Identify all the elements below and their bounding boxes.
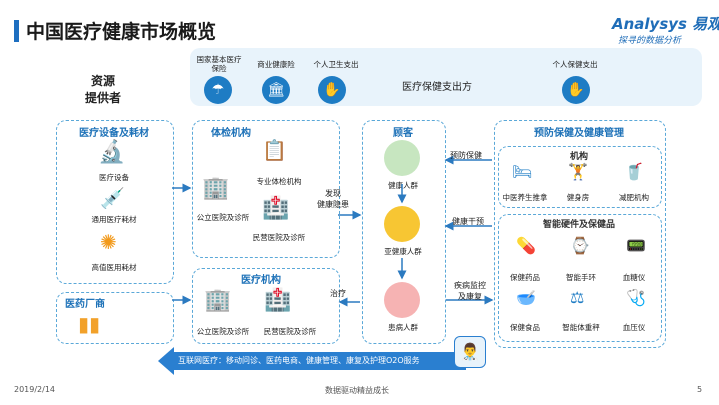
internet-medical-arrow	[172, 352, 466, 370]
private-hospital-icon: 🏥	[264, 288, 292, 313]
payer-label-1: 国家基本医疗保险	[196, 55, 242, 73]
brand-slogan: 探寻的数据分析	[618, 36, 682, 46]
smart-item-5: 智能体重秤	[562, 323, 600, 332]
medicine-icon: 💊	[516, 236, 536, 255]
prevention-inst-title: 机构	[569, 152, 588, 162]
page-number: 5	[697, 385, 703, 394]
internet-medical-text: 互联网医疗：移动问诊、医药电商、健康管理、康复及护理O2O服务	[178, 356, 420, 365]
med-equipment-box	[56, 120, 174, 284]
private-hospital-icon: 🏥	[262, 196, 290, 221]
flow-monitor-label: 疾病监控 及康复	[454, 281, 486, 301]
inst-item-3: 减肥机构	[619, 193, 649, 202]
smart-item-4: 保健食品	[510, 323, 540, 332]
medical-item-2: 民营医院及诊所	[263, 327, 317, 336]
inst-item-1: 中医养生推拿	[502, 193, 548, 202]
payer-label-2: 商业健康险	[257, 60, 295, 69]
implant-icon: ✺	[100, 230, 117, 254]
medical-item-1: 公立医院及诊所	[196, 327, 250, 336]
customers-title: 顾客	[393, 128, 413, 139]
checkup-item-2: 公立医院及诊所	[196, 213, 250, 222]
customer-group-3: 患病人群	[388, 323, 418, 332]
internet-medical-arrow-tip	[158, 347, 174, 375]
syringe-icon: 💉	[100, 186, 125, 210]
inst-item-2: 健身房	[566, 193, 590, 202]
footer-tagline: 数据驱动精益成长	[325, 386, 389, 395]
checkup-item-3: 民营医院及诊所	[252, 233, 306, 242]
resource-provider-label: 资源 提供者	[84, 74, 121, 105]
brand-logo: Analysys 易观	[612, 15, 719, 33]
pharma-box	[56, 292, 174, 344]
public-hospital-icon: 🏢	[204, 288, 232, 313]
equip-item-3: 高值医用耗材	[91, 263, 137, 272]
flow-intervene-label: 健康干预	[452, 217, 484, 226]
smart-band-icon: ⌚	[570, 236, 590, 255]
doctor-phone-icon: 👨‍⚕️	[454, 336, 486, 368]
customer-group-1: 健康人群	[388, 181, 418, 190]
health-food-icon: 🥣	[516, 288, 536, 307]
equip-item-2: 通用医疗耗材	[91, 215, 137, 224]
footer-date: 2019/2/14	[14, 385, 56, 394]
patient-icon	[384, 282, 420, 318]
smart-item-2: 智能手环	[566, 273, 596, 282]
checkup-box	[192, 120, 340, 258]
bank-icon: 🏛	[262, 76, 290, 104]
customer-group-2: 亚健康人群	[384, 247, 422, 256]
massage-icon: 🛏	[512, 162, 533, 181]
glucose-meter-icon: 📟	[626, 236, 646, 255]
medical-title: 医疗机构	[241, 275, 281, 286]
umbrella-icon: ☂	[204, 76, 232, 104]
medical-box	[192, 268, 340, 344]
hand-money-icon: ✋	[562, 76, 590, 104]
smart-item-3: 血糖仪	[622, 273, 646, 282]
payers-title: 医疗保健支出方	[402, 82, 472, 93]
checkup-item-1: 专业体检机构	[256, 177, 302, 186]
page-title: 中国医疗健康市场概览	[26, 21, 217, 43]
public-hospital-icon: 🏢	[202, 176, 230, 201]
checkup-title: 体检机构	[211, 128, 251, 139]
prevention-smart-title: 智能硬件及保健品	[542, 220, 615, 230]
pharma-title: 医药厂商	[65, 299, 105, 310]
prevention-smart-box	[498, 214, 662, 342]
smart-item-1: 保健药品	[510, 273, 540, 282]
smart-item-6: 血压仪	[622, 323, 646, 332]
title-accent-bar	[14, 20, 19, 42]
microscope-icon: 🔬	[98, 140, 126, 165]
payer-label-4: 个人保健支出	[552, 60, 598, 69]
flow-discover-label: 发现 健康隐患	[317, 189, 349, 209]
healthy-person-icon	[384, 140, 420, 176]
prevention-inst-box	[498, 146, 662, 208]
payer-label-3: 个人卫生支出	[313, 60, 359, 69]
hand-money-icon: ✋	[318, 76, 346, 104]
flow-prevent-label: 预防保健	[450, 151, 482, 160]
clipboard-search-icon: 📋	[262, 138, 287, 162]
flow-treatment-label: 治疗	[330, 289, 346, 298]
med-equipment-title: 医疗设备及耗材	[79, 128, 149, 139]
prevention-title: 预防保健及健康管理	[534, 128, 624, 139]
subhealthy-person-icon	[384, 206, 420, 242]
smart-scale-icon: ⚖	[570, 288, 585, 307]
blood-pressure-icon: 🩺	[626, 288, 646, 307]
medicine-bottle-icon: ▮▮	[78, 312, 101, 336]
equip-item-1: 医疗设备	[99, 173, 129, 182]
diet-icon: 🥤	[624, 162, 644, 181]
gym-icon: 🏋	[568, 162, 588, 181]
